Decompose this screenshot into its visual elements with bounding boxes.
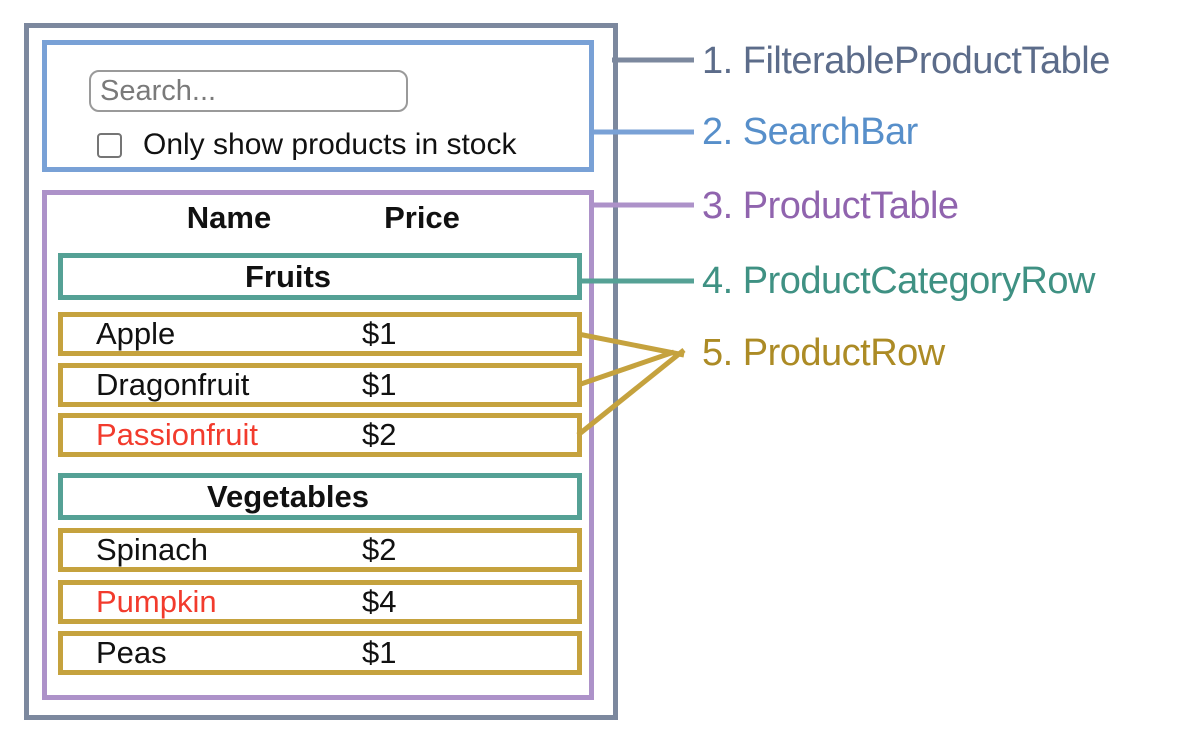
product-row: Pumpkin $4 <box>58 580 582 624</box>
product-row: Spinach $2 <box>58 528 582 572</box>
legend-item-product-row: 5. ProductRow <box>702 332 945 374</box>
category-label: Vegetables <box>207 478 369 514</box>
in-stock-checkbox-label: Only show products in stock <box>143 128 517 161</box>
product-name: Spinach <box>96 532 209 567</box>
product-price: $1 <box>362 635 397 670</box>
product-category-row: Fruits <box>58 253 582 300</box>
legend-item-search-bar: 2. SearchBar <box>702 111 918 153</box>
legend-item-filterable-product-table: 1. FilterableProductTable <box>702 40 1110 82</box>
column-header-name: Name <box>186 200 272 235</box>
product-price: $4 <box>362 584 397 619</box>
product-name: Dragonfruit <box>96 367 250 402</box>
product-price: $1 <box>362 367 397 402</box>
product-row: Peas $1 <box>58 631 582 675</box>
column-header-price: Price <box>384 200 460 235</box>
category-label: Fruits <box>244 258 332 294</box>
product-price: $1 <box>362 316 397 351</box>
product-name-out-of-stock: Passionfruit <box>96 417 258 452</box>
product-row: Dragonfruit $1 <box>58 363 582 407</box>
legend-item-product-category-row: 4. ProductCategoryRow <box>702 260 1095 302</box>
product-row: Passionfruit $2 <box>58 413 582 457</box>
product-price: $2 <box>362 532 397 567</box>
search-input[interactable] <box>89 70 408 112</box>
product-category-row: Vegetables <box>58 473 582 520</box>
in-stock-checkbox[interactable] <box>97 133 122 158</box>
legend-item-product-table: 3. ProductTable <box>702 185 959 227</box>
product-price: $2 <box>362 417 397 452</box>
product-name-out-of-stock: Pumpkin <box>96 584 217 619</box>
product-name: Apple <box>96 316 176 351</box>
product-name: Peas <box>96 635 167 670</box>
product-row: Apple $1 <box>58 312 582 356</box>
